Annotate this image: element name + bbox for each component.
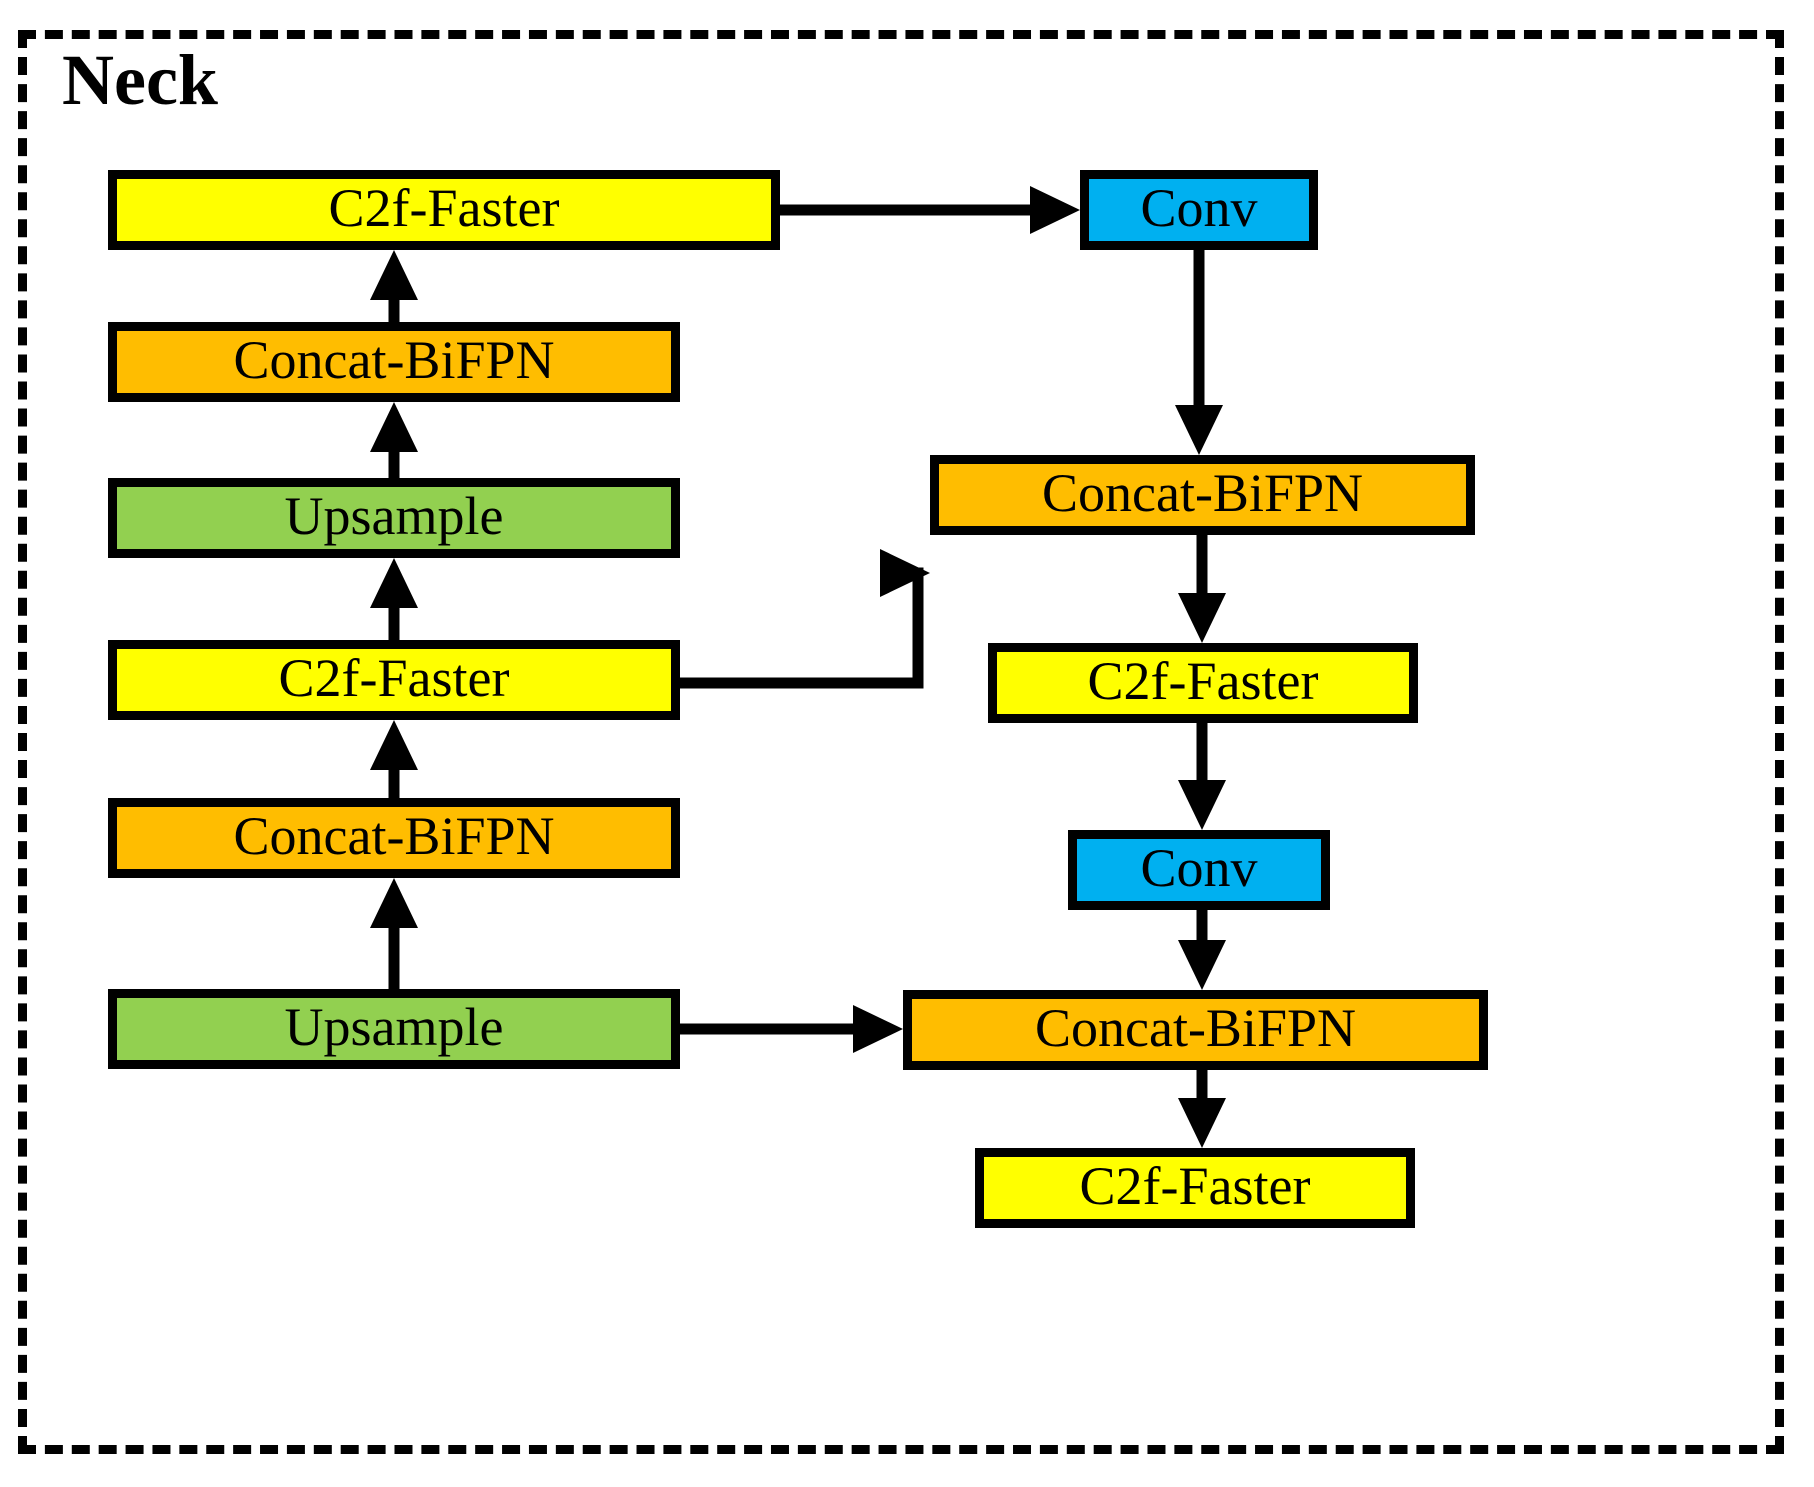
node-c2f-faster-right-2[interactable]: C2f-Faster <box>975 1148 1415 1228</box>
node-label: Concat-BiFPN <box>233 806 555 866</box>
neck-dashed-boundary <box>18 30 1784 1454</box>
node-label: Concat-BiFPN <box>1041 463 1364 523</box>
node-upsample-left-1[interactable]: Upsample <box>108 478 680 558</box>
node-upsample-left-2[interactable]: Upsample <box>108 989 680 1069</box>
node-conv-right-1[interactable]: Conv <box>1080 170 1318 250</box>
node-concat-bifpn-right-2[interactable]: Concat-BiFPN <box>903 990 1488 1070</box>
neck-title: Neck <box>62 40 218 120</box>
node-label: C2f-Faster <box>328 178 560 238</box>
node-c2f-faster-left-1[interactable]: C2f-Faster <box>108 170 780 250</box>
node-label: Concat-BiFPN <box>1034 998 1357 1058</box>
node-label: Upsample <box>284 997 504 1057</box>
node-concat-bifpn-left-2[interactable]: Concat-BiFPN <box>108 798 680 878</box>
node-label: C2f-Faster <box>278 648 510 708</box>
node-concat-bifpn-right-1[interactable]: Concat-BiFPN <box>930 455 1475 535</box>
node-label: Conv <box>1140 178 1258 238</box>
node-label: Conv <box>1140 838 1258 898</box>
node-c2f-faster-left-2[interactable]: C2f-Faster <box>108 640 680 720</box>
node-label: C2f-Faster <box>1087 651 1319 711</box>
node-label: C2f-Faster <box>1079 1156 1311 1216</box>
node-label: Concat-BiFPN <box>233 330 555 390</box>
node-label: Upsample <box>284 486 504 546</box>
node-conv-right-2[interactable]: Conv <box>1068 830 1330 910</box>
node-concat-bifpn-left-1[interactable]: Concat-BiFPN <box>108 322 680 402</box>
node-c2f-faster-right-1[interactable]: C2f-Faster <box>988 643 1418 723</box>
